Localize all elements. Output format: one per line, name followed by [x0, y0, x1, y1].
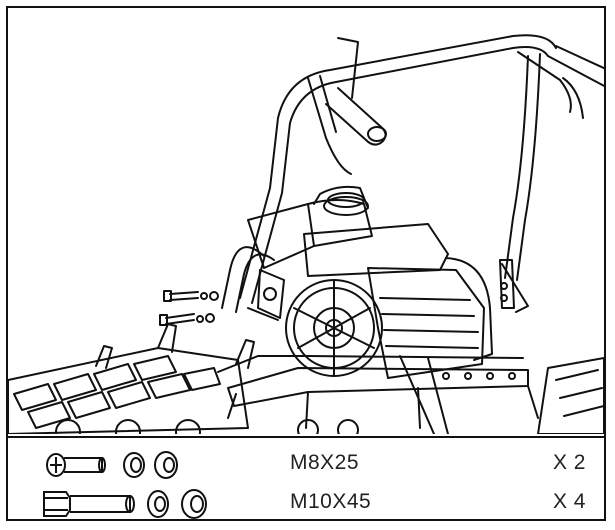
- hardware-spec: M8X25: [290, 451, 360, 474]
- hardware-row: M10X45 X 4: [8, 484, 604, 524]
- hardware-row: M8X25 X 2: [8, 445, 604, 485]
- hardware-spec: M10X45: [290, 490, 372, 513]
- handlebar-frame: [221, 34, 604, 313]
- flat-washer-icon: [181, 489, 207, 519]
- hardware-quantity: X 4: [552, 490, 586, 513]
- tracked-base: [8, 323, 604, 434]
- socket-head-bolt-icon: [46, 451, 178, 479]
- exploded-fasteners: [159, 290, 219, 326]
- hex-bolt-icon: [43, 489, 207, 519]
- hardware-quantity: X 2: [552, 451, 586, 474]
- lock-washer-icon: [147, 490, 169, 518]
- lock-washer-icon: [123, 452, 145, 478]
- flat-washer-icon: [154, 451, 178, 479]
- engine: [247, 185, 493, 379]
- table-divider: [8, 436, 604, 438]
- engine-handlebar-assembly-illustration: [8, 34, 604, 434]
